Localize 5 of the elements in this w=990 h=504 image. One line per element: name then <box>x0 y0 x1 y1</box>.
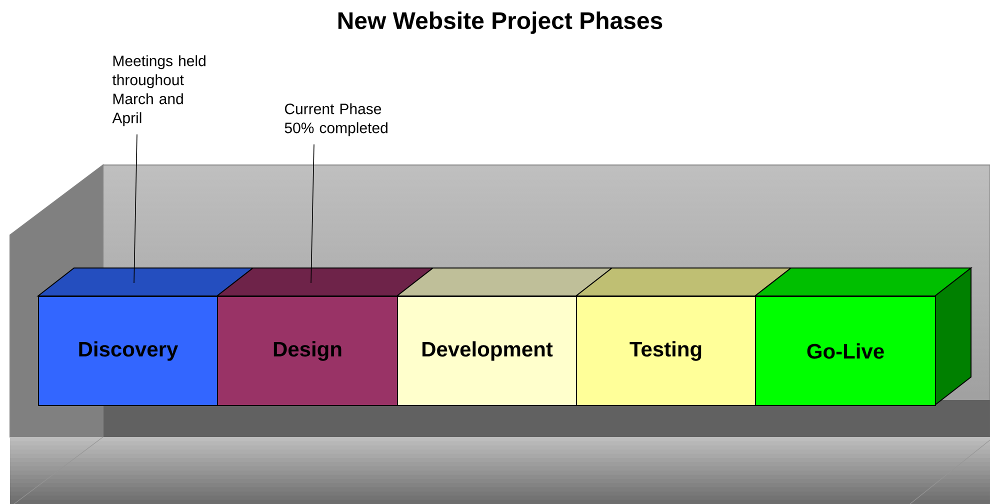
callout-text: Meetings held throughout March and April <box>112 55 206 126</box>
leader-line <box>134 134 138 284</box>
callout-text: Current Phase 50% completed <box>284 103 388 136</box>
title: New Website Project Phases <box>338 12 662 34</box>
leader-line <box>310 144 314 284</box>
